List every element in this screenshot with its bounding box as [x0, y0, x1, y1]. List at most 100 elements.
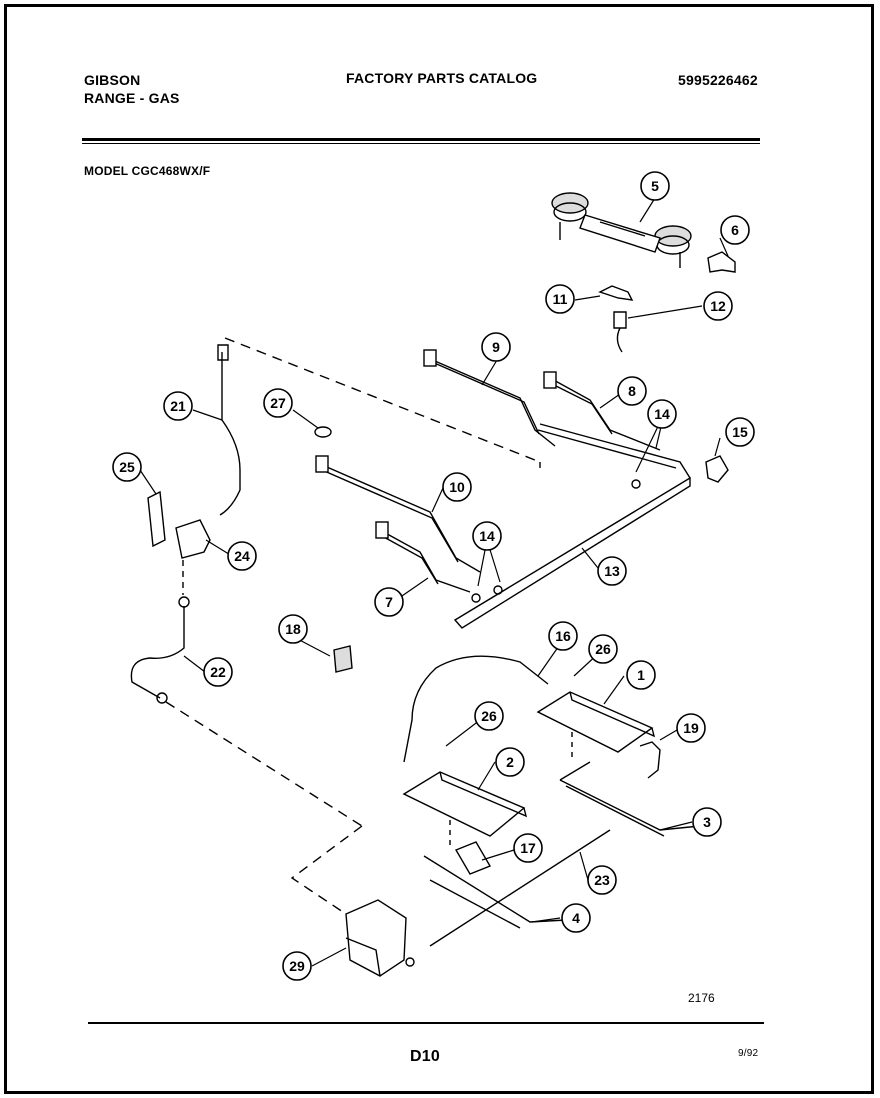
- callout-15: 15: [725, 417, 755, 447]
- callout-11: 11: [545, 284, 575, 314]
- callout-label: 15: [732, 424, 748, 440]
- revision-date: 9/92: [738, 1048, 759, 1059]
- callout-label: 4: [572, 910, 580, 926]
- callout-circle: [481, 332, 511, 362]
- callout-circle: [495, 747, 525, 777]
- callout-circle: [227, 541, 257, 571]
- callout-circle: [263, 388, 293, 418]
- fitting-part-15: [705, 455, 729, 483]
- callout-17: 17: [513, 833, 543, 863]
- callout-19: 19: [676, 713, 706, 743]
- brand-name: GIBSON: [84, 72, 141, 88]
- callout-26: 26: [588, 634, 618, 664]
- callout-7: 7: [374, 587, 404, 617]
- callout-label: 5: [651, 178, 659, 194]
- callout-24: 24: [227, 541, 257, 571]
- callout-label: 19: [683, 720, 699, 736]
- catalog-page: [4, 4, 874, 1094]
- callout-circle: [647, 399, 677, 429]
- callout-circle: [442, 472, 472, 502]
- callout-label: 14: [479, 528, 495, 544]
- callout-label: 3: [703, 814, 711, 830]
- gas-line-part-23: [429, 829, 611, 947]
- callout-26: 26: [474, 701, 504, 731]
- callout-circle: [163, 391, 193, 421]
- callout-5: 5: [640, 171, 670, 201]
- callout-circle: [703, 291, 733, 321]
- callout-circle: [545, 284, 575, 314]
- callout-2: 2: [495, 747, 525, 777]
- callout-10: 10: [442, 472, 472, 502]
- callout-label: 1: [637, 667, 645, 683]
- callout-label: 10: [449, 479, 465, 495]
- burner-part-2: [402, 771, 526, 837]
- callout-14: 14: [647, 399, 677, 429]
- callout-circle: [640, 171, 670, 201]
- regulator-part: [175, 519, 211, 559]
- part-number: 5995226462: [678, 72, 758, 88]
- callout-circle: [588, 634, 618, 664]
- callout-label: 2: [506, 754, 514, 770]
- callout-9: 9: [481, 332, 511, 362]
- callout-circle: [278, 614, 308, 644]
- orifice-part: [333, 645, 353, 673]
- callout-circle: [474, 701, 504, 731]
- sensor-part: [613, 311, 627, 353]
- callout-circle: [561, 903, 591, 933]
- nut-part: [314, 426, 332, 438]
- burner-bracket-3: [559, 761, 701, 831]
- callout-label: 9: [492, 339, 500, 355]
- callout-27: 27: [263, 388, 293, 418]
- product-type: RANGE - GAS: [84, 90, 180, 106]
- callout-circle: [617, 376, 647, 406]
- burner-part-1: [536, 691, 654, 753]
- fitting-part: [631, 479, 641, 489]
- callout-label: 24: [234, 548, 250, 564]
- callout-4: 4: [561, 903, 591, 933]
- igniter-part: [454, 841, 492, 875]
- callout-circle: [472, 521, 502, 551]
- callout-label: 17: [520, 840, 536, 856]
- callout-circle: [203, 657, 233, 687]
- callout-circle: [692, 807, 722, 837]
- callout-label: 26: [595, 641, 611, 657]
- callout-label: 6: [731, 222, 739, 238]
- callout-12: 12: [703, 291, 733, 321]
- callout-23: 23: [587, 865, 617, 895]
- callout-8: 8: [617, 376, 647, 406]
- callout-25: 25: [112, 452, 142, 482]
- callout-label: 16: [555, 628, 571, 644]
- callout-18: 18: [278, 614, 308, 644]
- callout-circle: [587, 865, 617, 895]
- callout-21: 21: [163, 391, 193, 421]
- callout-circle: [112, 452, 142, 482]
- catalog-title: FACTORY PARTS CATALOG: [346, 70, 538, 86]
- callout-circle: [548, 621, 578, 651]
- callout-circle: [720, 215, 750, 245]
- callout-label: 8: [628, 383, 636, 399]
- burner-bracket-4: [423, 855, 567, 923]
- callout-29: 29: [282, 951, 312, 981]
- callout-label: 18: [285, 621, 301, 637]
- burner-tube-9: [427, 357, 556, 447]
- callout-14: 14: [472, 521, 502, 551]
- valve-part-19: [639, 741, 661, 779]
- model-number: MODEL CGC468WX/F: [84, 164, 211, 178]
- bracket-part: [598, 285, 634, 301]
- callout-circle: [597, 556, 627, 586]
- callout-circle: [676, 713, 706, 743]
- callout-circle: [282, 951, 312, 981]
- callout-label: 22: [210, 664, 226, 680]
- bracket-part-25: [147, 490, 166, 548]
- burner-tube-7: [379, 529, 471, 593]
- tube-part-21: [219, 352, 241, 516]
- burner-tube-10: [319, 463, 481, 573]
- callout-label: 21: [170, 398, 186, 414]
- callout-label: 13: [604, 563, 620, 579]
- gas-line-part: [130, 606, 185, 699]
- footer-rule: [88, 1022, 764, 1024]
- callout-1: 1: [626, 660, 656, 690]
- callout-16: 16: [548, 621, 578, 651]
